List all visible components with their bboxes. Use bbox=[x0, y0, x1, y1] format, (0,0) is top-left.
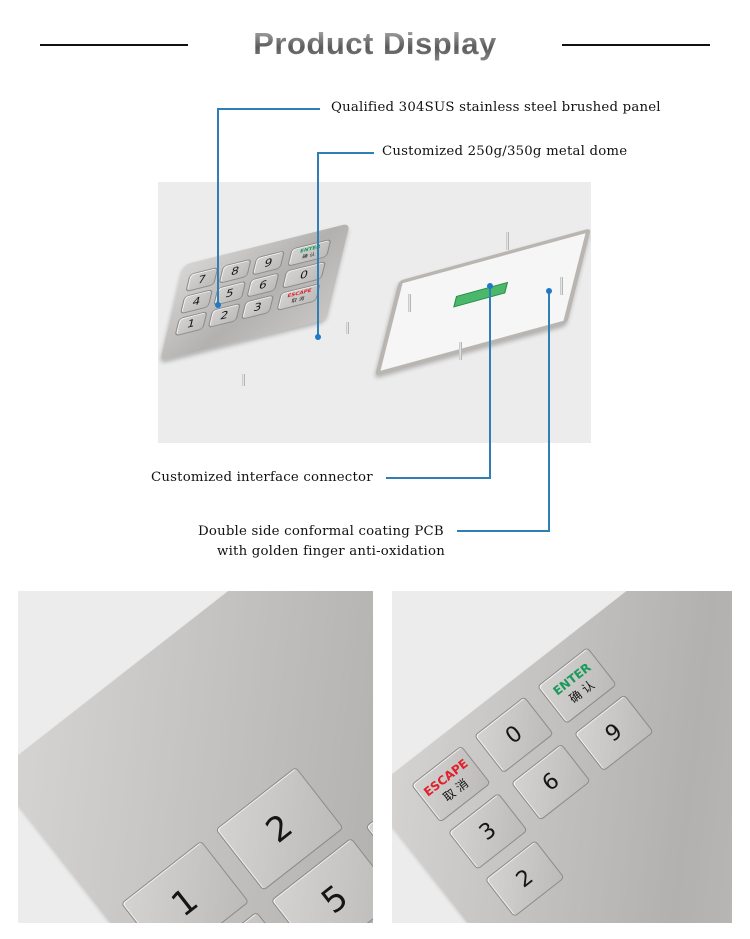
standoff-pin bbox=[560, 277, 563, 295]
leader-dot-dome bbox=[315, 334, 321, 340]
callout-pcb-line2: with golden finger anti-oxidation bbox=[217, 544, 445, 559]
callout-panel: Qualified 304SUS stainless steel brushed… bbox=[331, 100, 661, 115]
leader-line-pcb-v bbox=[548, 291, 550, 531]
standoff-pin bbox=[242, 374, 245, 386]
keypad-closeup-left: 1 4 7 2 5 8 6 bbox=[18, 591, 373, 923]
standoff-pin bbox=[459, 342, 462, 360]
standoff-pin bbox=[408, 294, 411, 312]
detail-photo-left: 1 4 7 2 5 8 6 bbox=[18, 591, 373, 923]
leader-line-pcb-h bbox=[457, 530, 550, 532]
leader-line-connector-v bbox=[489, 286, 491, 478]
standoff-pin bbox=[346, 322, 349, 334]
leader-line-dome-v bbox=[317, 152, 319, 337]
leader-dot-connector bbox=[487, 283, 493, 289]
leader-line-panel-h bbox=[217, 108, 320, 110]
standoff-pin bbox=[506, 232, 509, 250]
leader-dot-pcb bbox=[546, 288, 552, 294]
leader-line-dome-h bbox=[317, 152, 374, 154]
header-rule-left bbox=[40, 44, 188, 46]
callout-pcb-line1: Double side conformal coating PCB bbox=[198, 524, 444, 539]
leader-dot-panel bbox=[215, 302, 221, 308]
leader-line-panel-v bbox=[217, 108, 219, 304]
page-title: Product Display bbox=[0, 26, 750, 62]
callout-dome: Customized 250g/350g metal dome bbox=[382, 144, 628, 159]
header-rule-right bbox=[562, 44, 710, 46]
callout-connector: Customized interface connector bbox=[151, 470, 373, 485]
leader-line-connector-h bbox=[386, 477, 491, 479]
